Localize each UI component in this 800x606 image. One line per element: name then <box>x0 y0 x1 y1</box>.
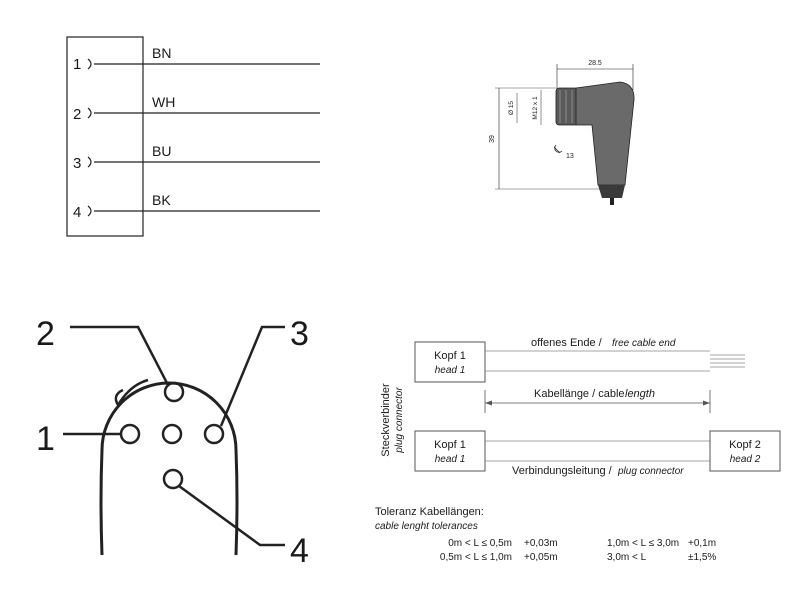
pinout-label-1: 1 <box>36 420 55 458</box>
range-b: 1,0m < L ≤ 3,0m <box>607 538 679 549</box>
pin-4-socket <box>162 468 184 490</box>
cable-gland <box>598 185 625 198</box>
tol-a: +0,05m <box>524 552 558 563</box>
dim-width-label: 28.5 <box>588 60 602 67</box>
dim-diameter-label: Ø 15 <box>508 101 515 115</box>
tol-b: ±1,5% <box>688 552 716 563</box>
wire-row-1: 1 BN <box>73 45 320 73</box>
wire-row-4: 4 BK <box>73 192 320 221</box>
pinout-label-2: 2 <box>36 315 55 353</box>
coding-key <box>116 378 149 406</box>
cable-outline-left <box>99 449 104 556</box>
open-wire-ends <box>710 354 745 368</box>
pinout-label-4: 4 <box>290 532 309 570</box>
coding-key-notch <box>114 388 124 406</box>
head2-en: head 2 <box>730 454 761 465</box>
head1-top-en: head 1 <box>435 365 466 376</box>
cable-outline-right <box>234 449 239 556</box>
pin-3-socket <box>203 423 225 445</box>
wiring-diagram: 1 BN 2 WH 3 BU 4 BK <box>66 36 320 237</box>
arrow-right-icon <box>703 400 710 406</box>
wrench-icon <box>553 144 563 154</box>
pin-number-1: 1 <box>73 56 81 73</box>
connector-drawing: 28.5 39 Ø 15 M12 x 1 13 <box>489 60 635 205</box>
tol-b: +0,1m <box>688 538 716 549</box>
pinout-face: 2 3 1 4 <box>36 315 309 570</box>
dim-thread-label: M12 x 1 <box>532 96 539 120</box>
angled-housing <box>575 81 635 186</box>
wire-row-3: 3 BU <box>73 143 320 172</box>
tolerance-row: 0m < L ≤ 0,5m +0,03m 1,0m < L ≤ 3,0m +0,… <box>448 538 716 549</box>
pin-1-socket <box>119 423 141 445</box>
side-label-de: Steckverbinder <box>380 383 392 457</box>
length-label-de: Kabellänge / cable <box>534 388 625 400</box>
arrow-left-icon <box>485 400 492 406</box>
tolerance-row: 0,5m < L ≤ 1,0m +0,05m 3,0m < L ±1,5% <box>440 552 716 563</box>
head1-box-top <box>414 341 486 383</box>
pin-number-2: 2 <box>73 106 81 123</box>
pin-socket-2-icon <box>87 107 92 119</box>
range-a: 0,5m < L ≤ 1,0m <box>440 552 512 563</box>
wire-row-2: 2 WH <box>73 94 320 123</box>
head2-de: Kopf 2 <box>729 439 761 451</box>
connector-body-outline <box>66 36 144 237</box>
head1-bottom-en: head 1 <box>435 454 466 465</box>
side-label-en: plug connector <box>394 387 405 454</box>
pin-number-4: 4 <box>73 204 81 221</box>
pin-number-3: 3 <box>73 155 81 172</box>
dim-wrench-label: 13 <box>566 153 574 160</box>
tol-a: +0,03m <box>524 538 558 549</box>
leader-pin-3 <box>219 325 285 427</box>
pinout-label-3: 3 <box>290 315 309 353</box>
leader-pin-4 <box>178 484 285 547</box>
range-b: 3,0m < L <box>607 552 647 563</box>
range-a: 0m < L ≤ 0,5m <box>448 538 512 549</box>
pin-center-socket <box>161 423 183 445</box>
connection-en: plug connector <box>617 466 684 477</box>
connection-de: Verbindungsleitung / <box>512 465 613 477</box>
head1-box-bottom <box>414 430 486 472</box>
head1-top-de: Kopf 1 <box>434 350 466 362</box>
open-end-en: free cable end <box>612 338 676 349</box>
coupling-nut <box>555 87 579 126</box>
pin-2-socket <box>163 381 185 403</box>
pin-socket-3-icon <box>87 156 92 168</box>
cable-diagram: Steckverbinder plug connector Kopf 1 hea… <box>380 337 781 477</box>
wire-color-4: BK <box>152 192 171 208</box>
dim-height-label: 39 <box>489 135 496 143</box>
length-label-en: length <box>625 388 655 400</box>
tolerance-title-de: Toleranz Kabellängen: <box>375 506 484 518</box>
open-end-de: offenes Ende / <box>531 337 603 349</box>
leader-pin-2 <box>70 325 170 386</box>
head2-box <box>709 430 781 472</box>
tolerance-table: Toleranz Kabellängen: cable lenght toler… <box>375 506 716 563</box>
wire-color-3: BU <box>152 143 171 159</box>
wire-color-2: WH <box>152 94 175 110</box>
head1-bottom-de: Kopf 1 <box>434 439 466 451</box>
pin-socket-4-icon <box>87 205 92 217</box>
pin-socket-1-icon <box>87 58 92 70</box>
wire-color-1: BN <box>152 45 171 61</box>
tolerance-title-en: cable lenght tolerances <box>375 521 478 532</box>
